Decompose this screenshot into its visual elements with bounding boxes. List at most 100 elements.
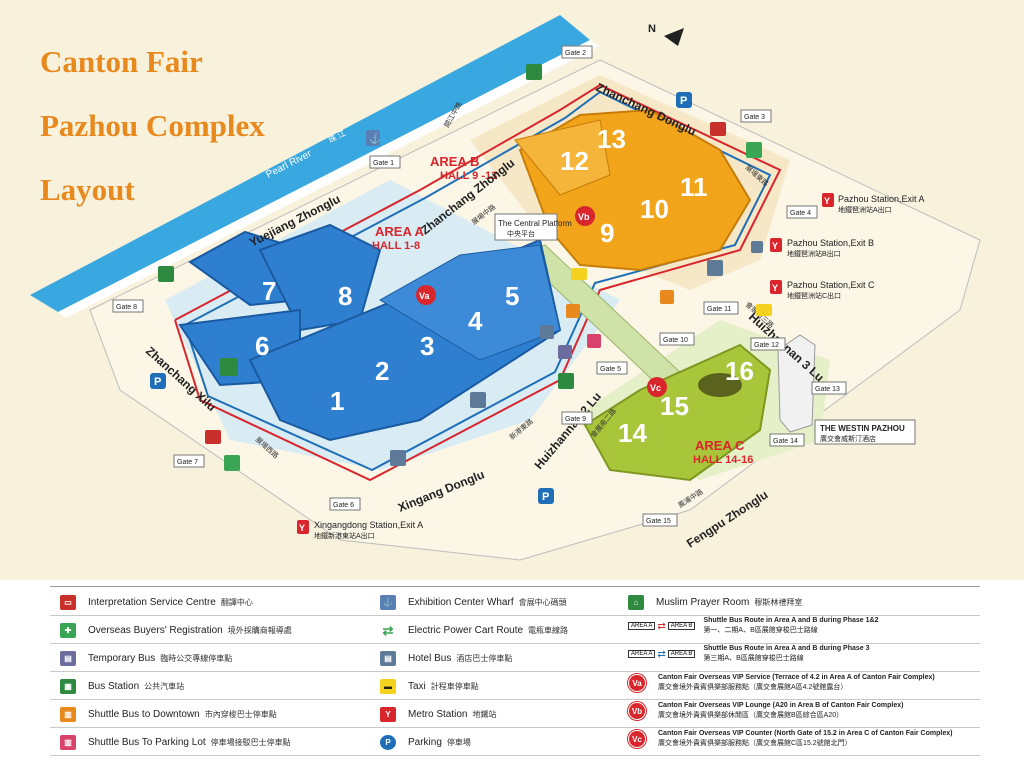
svg-text:Y: Y: [772, 283, 778, 293]
hall-6: 6: [255, 331, 269, 361]
legend-item-vip-vb: Vb Canton Fair Overseas VIP Lounge (A20 …: [628, 701, 903, 721]
hall-4: 4: [468, 306, 483, 336]
hall-3: 3: [420, 331, 434, 361]
station-xingangdong-a: Xingangdong Station,Exit A: [314, 520, 423, 530]
vip-va-marker: [416, 285, 436, 305]
westin-tower: [777, 334, 816, 433]
hall-16: 16: [725, 356, 754, 386]
taxi-icon: [571, 268, 587, 280]
cart-route-icon: ⇄: [380, 623, 396, 638]
hall-2: 2: [375, 356, 389, 386]
temporary-bus-icon: [558, 345, 572, 359]
area-c-halls-label: HALL 14-16: [693, 454, 753, 466]
interpretation-icon: ▭: [60, 595, 76, 610]
hall-15: 15: [660, 391, 689, 421]
area-a-halls-label: HALL 1-8: [372, 240, 420, 252]
svg-text:Y: Y: [772, 241, 778, 251]
hall-8: 8: [338, 281, 352, 311]
hotel-bus-icon: [751, 241, 763, 253]
hall-11: 11: [680, 172, 708, 202]
gate-14: Gate 14: [773, 438, 798, 445]
metro-icon: [770, 238, 782, 252]
gate-8: Gate 8: [116, 304, 137, 311]
legend-item-vip-va: Va Canton Fair Overseas VIP Service (Ter…: [628, 673, 935, 693]
area-a-name: AREA A: [375, 224, 424, 239]
hotel-bus-icon: [707, 260, 723, 276]
hall-14: 14: [618, 418, 647, 448]
legend-item-route-phase-1-2: AREA A ⇄ AREA B Shuttle Bus Route in Are…: [628, 616, 878, 636]
parking-icon: P: [380, 735, 396, 750]
wharf-icon: ⚓: [380, 595, 396, 610]
title-line-2: Pazhou Complex: [40, 108, 265, 143]
bus-station-icon: [526, 64, 542, 80]
westin-zh: 廣交會威斯汀酒店: [820, 434, 876, 443]
venue-map: Pearl River 珠 江 1 2 3 4 5 6 7 8 9 10: [0, 0, 1024, 580]
river-bank: [58, 40, 600, 318]
gate-3: Gate 3: [744, 114, 765, 121]
svg-text:Y: Y: [299, 523, 305, 533]
station-pazhou-b-zh: 地鐵琶洲站B出口: [787, 249, 841, 258]
svg-text:P: P: [542, 491, 549, 503]
metro-icon: [770, 280, 782, 294]
legend-divider: [50, 671, 980, 672]
vip-vb-label: Vb: [578, 212, 590, 222]
gate-15: Gate 15: [646, 518, 671, 525]
legend-item-route-phase-3: AREA A ⇄ AREA B Shuttle Bus Route in Are…: [628, 644, 870, 664]
area-a-halls: [178, 223, 562, 442]
muslim-prayer-icon: ⌂: [628, 595, 644, 610]
shuttle-bus-parking-icon: ▥: [60, 735, 76, 750]
gate-7: Gate 7: [177, 459, 198, 466]
route-red-icon: AREA A ⇄ AREA B: [628, 621, 696, 632]
central-platform-label: The Central Platform: [498, 219, 572, 228]
hall-9: 9: [600, 218, 614, 248]
gate-2: Gate 2: [565, 50, 586, 57]
legend-divider: [50, 615, 980, 616]
gate-11: Gate 11: [707, 306, 731, 313]
gate-9: Gate 9: [565, 416, 586, 423]
bus-station-icon: [158, 266, 174, 282]
gate-12: Gate 12: [754, 342, 779, 349]
bus-station-icon: ▦: [60, 679, 76, 694]
pearl-river: [30, 15, 590, 312]
muslim-prayer-icon: [220, 358, 238, 376]
registration-icon: [746, 142, 762, 158]
title-line-1: Canton Fair: [40, 44, 203, 79]
hotel-bus-icon: ▤: [380, 651, 396, 666]
shuttle-bus-downtown-icon: ▥: [60, 707, 76, 722]
temporary-bus-icon: ▤: [60, 651, 76, 666]
registration-icon: ✚: [60, 623, 76, 638]
shuttle-bus-downtown-icon: [566, 304, 580, 318]
station-pazhou-c: Pazhou Station,Exit C: [787, 280, 875, 290]
svg-text:P: P: [154, 376, 161, 388]
hotel-bus-icon: [470, 392, 486, 408]
map-drawing: Pearl River 珠 江 1 2 3 4 5 6 7 8 9 10: [30, 15, 981, 561]
vip-vc-icon: Vc: [628, 730, 646, 748]
compass-icon: N: [648, 23, 684, 46]
station-pazhou-a: Pazhou Station,Exit A: [838, 194, 925, 204]
parking-icon: [676, 92, 692, 108]
parking-icon: [538, 488, 554, 504]
shuttle-route-red: [174, 83, 782, 482]
route-blue-icon: AREA A ⇄ AREA B: [628, 649, 696, 660]
westin-label: THE WESTIN PAZHOU: [820, 424, 905, 433]
legend-divider: [50, 699, 980, 700]
vip-va-icon: Va: [628, 674, 646, 692]
vip-va-label: Va: [419, 291, 431, 301]
svg-text:Y: Y: [824, 196, 830, 206]
gate-13: Gate 13: [815, 386, 840, 393]
vip-vb-icon: Vb: [628, 702, 646, 720]
hall-7: 7: [262, 276, 276, 306]
hall-13: 13: [597, 124, 626, 154]
vip-vc-marker: [647, 377, 667, 397]
legend-divider: [50, 643, 980, 644]
